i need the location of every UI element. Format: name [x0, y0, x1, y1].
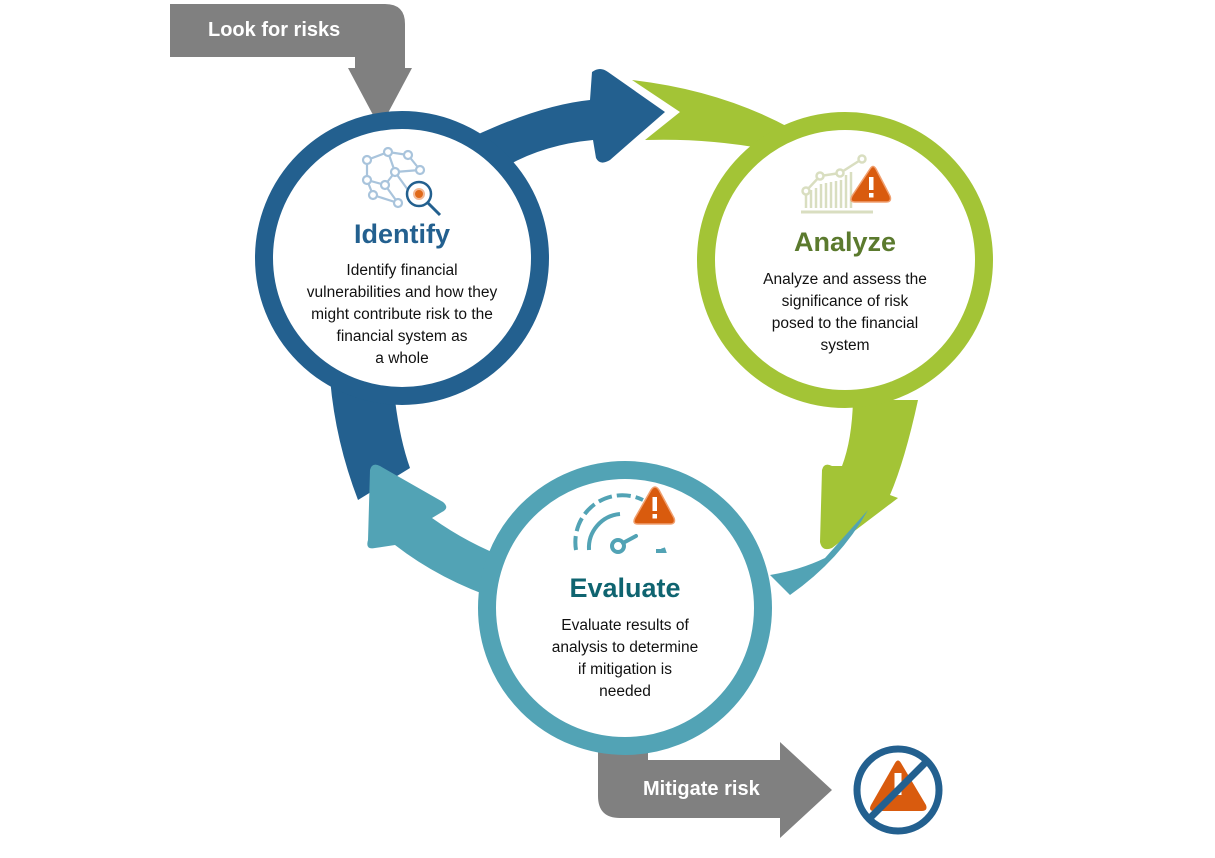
mitigate-risk-label: Mitigate risk	[643, 778, 760, 800]
evaluate-to-identify-arrow	[367, 464, 512, 600]
evaluate-description: Evaluate results of analysis to determin…	[551, 617, 699, 700]
look-for-risks-arrow	[170, 4, 412, 128]
analyze-warning-icon	[850, 165, 892, 203]
evaluate-warning-icon	[633, 486, 676, 525]
analyze-title: Analyze	[793, 227, 897, 257]
analyze-arc-top	[632, 80, 790, 150]
evaluate-title: Evaluate	[569, 573, 681, 603]
network-magnifier-icon	[361, 146, 426, 209]
look-for-risks-label: Look for risks	[208, 19, 341, 41]
analyze-circle	[697, 112, 993, 408]
identify-to-analyze-arrow	[470, 69, 665, 170]
bar-chart-icon	[801, 154, 873, 214]
gauge-icon	[573, 493, 667, 554]
identify-description: Identify financial vulnerabilities and h…	[306, 262, 498, 367]
no-warning-icon	[853, 745, 943, 835]
evaluate-circle	[478, 461, 772, 755]
mitigate-risk-arrow	[598, 730, 832, 838]
identify-arc-left	[330, 378, 410, 500]
evaluate-arc-right	[770, 510, 868, 595]
analyze-to-evaluate-arrow	[820, 400, 918, 550]
identify-title: Identify	[353, 219, 450, 249]
magnifier-icon	[405, 180, 442, 217]
identify-circle	[255, 111, 549, 405]
analyze-description: Analyze and assess the significance of r…	[763, 271, 927, 354]
